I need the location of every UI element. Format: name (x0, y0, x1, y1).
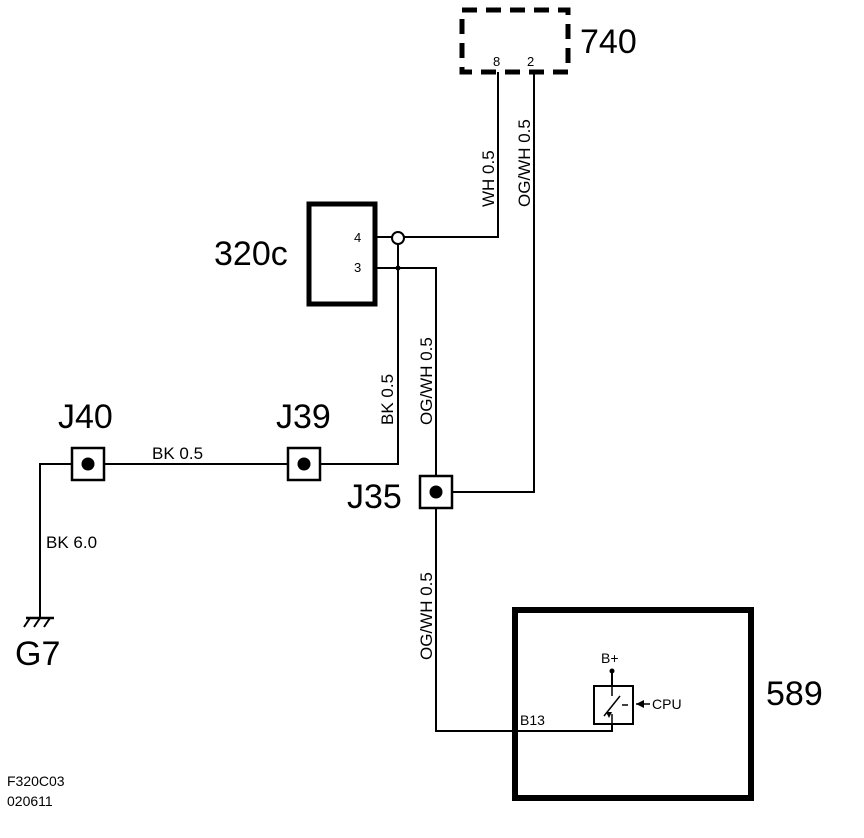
wire-label-bk-j40-j39: BK 0.5 (152, 444, 203, 463)
component-589-cpu-arrow-icon (636, 700, 644, 708)
wire-label-bk-320c: BK 0.5 (378, 374, 397, 425)
wire-ogwh-320c-j35 (375, 267, 437, 476)
component-589-switch-arrow-icon (606, 712, 612, 718)
wire-ogwh-j35-589 (435, 508, 613, 732)
wire-label-ogwh-589: OG/WH 0.5 (417, 572, 436, 660)
component-589-pin-b13: B13 (520, 712, 545, 728)
ground-g7: G7 (15, 616, 60, 673)
junction-j35-label: J35 (347, 478, 402, 516)
wire-label-ogwh-740: OG/WH 0.5 (515, 119, 534, 207)
junction-j39-dot (297, 457, 311, 471)
wires (39, 72, 613, 732)
component-740-box (459, 7, 571, 75)
wire-bk-320c-j39 (320, 244, 399, 465)
ground-hatch-2 (33, 617, 41, 628)
junction-j35: J35 (347, 474, 454, 516)
wire-label-wh-740: WH 0.5 (479, 150, 498, 207)
wire-label-bk-ground: BK 6.0 (46, 533, 97, 552)
footer-date: 020611 (7, 793, 53, 809)
junction-j40-label: J40 (58, 398, 113, 436)
component-320c: 4 3 320c (214, 201, 378, 307)
junction-j40: J40 (58, 398, 113, 482)
wire-label-ogwh-320c: OG/WH 0.5 (417, 337, 436, 425)
ground-g7-label: G7 (15, 635, 60, 673)
wire-splice-dot (395, 265, 401, 271)
component-320c-label: 320c (214, 235, 288, 273)
junction-j39: J39 (276, 398, 331, 482)
component-740-pin-2: 2 (527, 54, 534, 69)
wire-ogwh-740-j35 (452, 72, 535, 493)
component-589-cpu-label: CPU (652, 696, 682, 712)
junction-j40-dot (81, 457, 95, 471)
ground-hatch-1 (23, 617, 31, 628)
component-320c-pin-4: 4 (354, 230, 361, 245)
component-589: 589 B13 B+ CPU (512, 607, 823, 801)
component-740-label: 740 (580, 23, 637, 61)
component-589-supply-label: B+ (601, 650, 619, 666)
component-740: 8 2 740 (459, 7, 637, 75)
wire-wh-740-320c (375, 72, 499, 238)
ground-hatch-3 (43, 617, 51, 628)
component-589-label: 589 (766, 675, 823, 713)
component-320c-pin-3: 3 (354, 260, 361, 275)
junction-j39-label: J39 (276, 398, 331, 436)
footer-figure-id: F320C03 (7, 773, 65, 789)
wire-crossover (391, 231, 405, 245)
component-589-box (512, 607, 754, 801)
junction-j35-dot (429, 485, 443, 499)
wire-bk-j40-ground (39, 463, 72, 618)
component-589-supply-dot (609, 668, 615, 674)
component-740-pin-8: 8 (493, 54, 500, 69)
component-320c-box (306, 201, 378, 307)
